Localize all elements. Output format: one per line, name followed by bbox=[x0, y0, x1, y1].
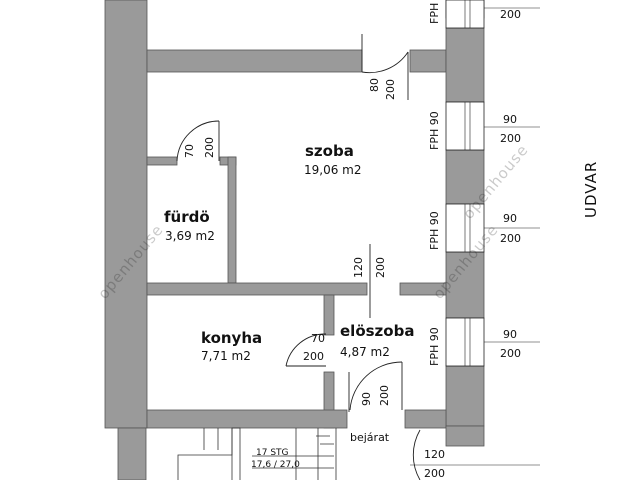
dim-bottom-w: 120 bbox=[424, 448, 445, 461]
stairs-dims: 17,6 / 27,0 bbox=[251, 460, 300, 470]
room-furdo-name: fürdö bbox=[164, 208, 210, 226]
stairs-count: 17 STG bbox=[256, 448, 289, 458]
wall-bottom-left bbox=[146, 409, 348, 429]
room-konyha-name: konyha bbox=[201, 329, 262, 347]
dim-furdo-door-w: 70 bbox=[183, 144, 196, 158]
dim-opening-h: 200 bbox=[374, 257, 387, 278]
wall-left-outer bbox=[104, 0, 148, 429]
walls bbox=[104, 0, 485, 480]
window-3-w: 90 bbox=[503, 328, 517, 341]
wall-right-5 bbox=[445, 365, 485, 427]
wall-konyha-right-top bbox=[323, 294, 335, 336]
wall-right-2 bbox=[445, 27, 485, 103]
wall-konyha-top bbox=[146, 282, 368, 296]
room-furdo-area: 3,69 m2 bbox=[165, 229, 215, 243]
label-bejarat: bejárat bbox=[350, 431, 390, 444]
door-szoba-arc bbox=[361, 51, 409, 74]
window-mullions bbox=[410, 0, 540, 466]
dim-konyha-door-w: 70 bbox=[311, 332, 325, 345]
label-udvar: UDVAR bbox=[582, 161, 600, 218]
wall-furdo-right bbox=[227, 156, 237, 284]
room-eloszoba-area: 4,87 m2 bbox=[340, 345, 390, 359]
wall-right-4 bbox=[445, 251, 485, 319]
wall-top-left bbox=[146, 49, 363, 73]
dim-konyha-door-h: 200 bbox=[303, 350, 324, 363]
window-1-fph: FPH 90 bbox=[428, 111, 441, 150]
door-konyha-arc bbox=[285, 333, 327, 367]
window-1-h: 200 bbox=[500, 132, 521, 145]
window-2-w: 90 bbox=[503, 212, 517, 225]
dim-szoba-door-w: 80 bbox=[368, 78, 381, 92]
door-bottom-arc bbox=[412, 429, 421, 480]
window-1-w: 90 bbox=[503, 113, 517, 126]
room-szoba-area: 19,06 m2 bbox=[304, 163, 362, 177]
wall-lower-right bbox=[445, 425, 485, 447]
window-3-h: 200 bbox=[500, 347, 521, 360]
wall-top-right bbox=[409, 49, 447, 73]
room-szoba-name: szoba bbox=[305, 142, 354, 160]
wall-right-3 bbox=[445, 149, 485, 205]
window-top-fph: FPH bbox=[428, 3, 441, 24]
dim-szoba-door-h: 200 bbox=[384, 79, 397, 100]
room-eloszoba-name: elöszoba bbox=[340, 322, 414, 340]
dim-entry-door-h: 200 bbox=[378, 385, 391, 406]
window-top-h: 200 bbox=[500, 8, 521, 21]
doors bbox=[176, 34, 421, 480]
dim-opening-w: 120 bbox=[352, 257, 365, 278]
door-entry-arc bbox=[349, 361, 403, 411]
window-2-h: 200 bbox=[500, 232, 521, 245]
wall-furdo-top-left bbox=[146, 156, 178, 166]
window-2-fph: FPH 90 bbox=[428, 211, 441, 250]
room-konyha-area: 7,71 m2 bbox=[201, 349, 251, 363]
dim-bottom-h: 200 bbox=[424, 467, 445, 480]
dim-furdo-door-h: 200 bbox=[203, 137, 216, 158]
dim-entry-door-w: 90 bbox=[360, 392, 373, 406]
door-furdo-arc bbox=[176, 120, 220, 162]
window-3-fph: FPH 90 bbox=[428, 327, 441, 366]
wall-left-lower bbox=[117, 427, 147, 480]
stairs bbox=[177, 427, 337, 480]
wall-bottom-right bbox=[404, 409, 447, 429]
wall-konyha-top-right bbox=[399, 282, 447, 296]
